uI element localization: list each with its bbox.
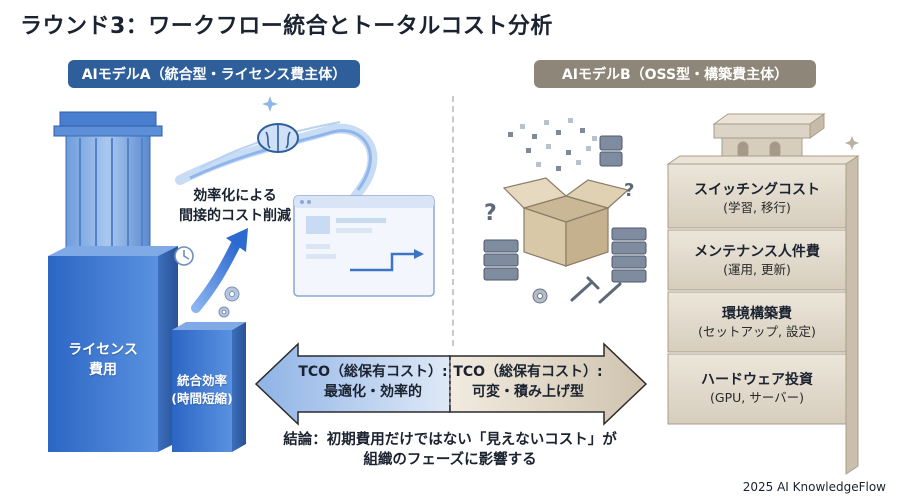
integration-efficiency-label-line1: 統合効率 (176, 373, 227, 388)
tower-block-sub: (運用, 更新) (723, 261, 791, 277)
open-box-icon (502, 177, 630, 267)
tower-block-title: メンテナンス人件費 (694, 243, 820, 260)
tower-block-title: ハードウェア投資 (701, 371, 813, 388)
integration-efficiency-label: 統合効率 (時間短縮) (170, 372, 234, 408)
question-mark-icon: ? (484, 201, 497, 226)
workflow-window-icon (293, 195, 435, 297)
tower-block-sub: (GPU, サーバー) (710, 389, 804, 405)
model-b-header: AIモデルB（OSS型・構築費主体） (534, 60, 816, 88)
tco-model-a-line2: 最適化・効率的 (324, 384, 422, 400)
credit-text: 2025 AI KnowledgeFlow (742, 480, 886, 494)
column-icon (53, 111, 163, 257)
tco-model-b-label: TCO（総保有コスト）: 可変・積み上げ型 (452, 362, 604, 402)
license-cost-label-line1: ライセンス (68, 342, 138, 358)
tco-model-b-line1: TCO（総保有コスト）: (453, 364, 603, 380)
gear-icon (532, 288, 548, 304)
license-cost-pillar (48, 246, 178, 452)
efficiency-note-line1: 効率化による (193, 188, 277, 204)
license-cost-label: ライセンス 費用 (48, 340, 158, 380)
gear-icon (218, 286, 240, 318)
clock-icon (174, 246, 194, 266)
tools-icon (570, 276, 622, 304)
tower-block-sub: (セットアップ, 設定) (698, 323, 816, 339)
conclusion-text: 結論：初期費用だけではない「見えないコスト」が 組織のフェーズに影響する (250, 430, 650, 470)
tower-block-title: 環境構築費 (722, 305, 792, 322)
tco-model-b-line2: 可変・積み上げ型 (472, 384, 584, 400)
tower-block-hardware: ハードウェア投資 (GPU, サーバー) (668, 358, 846, 418)
sparkle-icon (262, 96, 278, 112)
server-stack-icon-right (611, 227, 647, 283)
tower-block-maintenance: メンテナンス人件費 (運用, 更新) (668, 230, 846, 290)
tower-block-title: スイッチングコスト (694, 181, 820, 198)
conclusion-line2: 組織のフェーズに影響する (363, 452, 537, 468)
stone-tower (666, 113, 860, 475)
sparkle-icon (845, 136, 859, 150)
tco-model-a-line1: TCO（総保有コスト）: (298, 364, 448, 380)
efficiency-arrow-icon (191, 228, 248, 313)
question-mark-icon: ? (624, 180, 634, 201)
data-pixels-icon (508, 118, 597, 171)
model-a-header: AIモデルA（統合型・ライセンス費主体） (68, 60, 360, 88)
page-title: ラウンド3：ワークフロー統合とトータルコスト分析 (20, 14, 553, 39)
server-stack-icon-left (483, 239, 519, 281)
tower-block-environment: 環境構築費 (セットアップ, 設定) (668, 292, 846, 352)
efficiency-note-line2: 間接的コスト削減 (179, 208, 291, 224)
efficiency-note: 効率化による 間接的コスト削減 (150, 186, 320, 226)
tco-model-a-label: TCO（総保有コスト）: 最適化・効率的 (298, 362, 448, 402)
integration-efficiency-label-line2: (時間短縮) (171, 391, 233, 406)
conclusion-line1: 結論：初期費用だけではない「見えないコスト」が (283, 432, 617, 448)
brain-icon (257, 123, 299, 153)
tower-block-sub: (学習, 移行) (723, 199, 791, 215)
tower-block-switching: スイッチングコスト (学習, 移行) (668, 168, 846, 228)
license-cost-label-line2: 費用 (89, 362, 117, 378)
integration-efficiency-pillar (172, 322, 246, 452)
section-divider (452, 96, 454, 346)
server-tower-icon (599, 135, 623, 167)
